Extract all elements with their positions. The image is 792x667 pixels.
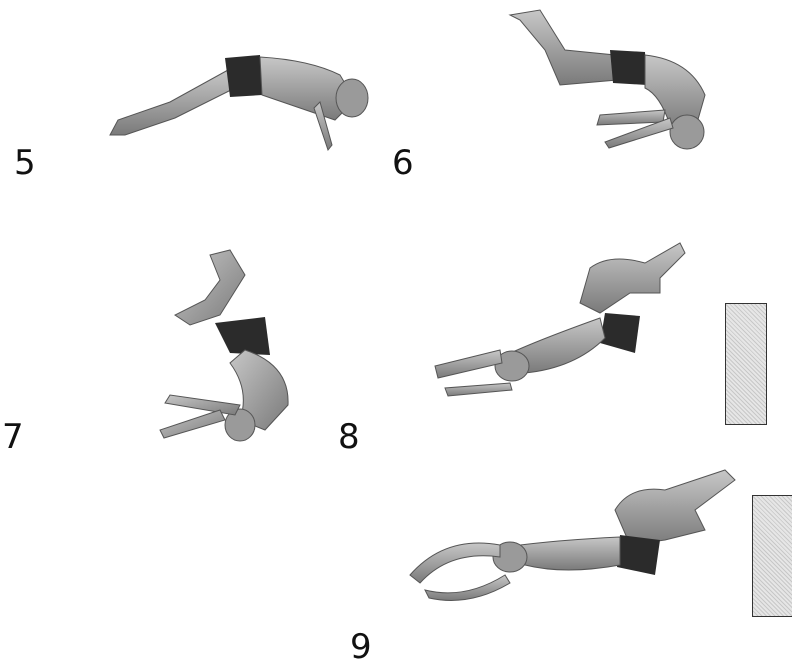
frame-label-9: 9 (350, 630, 372, 664)
frame-label-6: 6 (392, 146, 414, 180)
diver-figure-9 (405, 465, 740, 605)
frame-label-7: 7 (2, 420, 24, 454)
diver-figure-6 (505, 0, 735, 160)
diver-figure-5 (100, 40, 380, 160)
diver-figure-7 (150, 245, 300, 450)
frame-label-8: 8 (338, 420, 360, 454)
pool-wall-8 (725, 303, 767, 425)
diver-figure-8 (430, 238, 700, 408)
frame-label-5: 5 (14, 146, 36, 180)
pool-wall-9 (752, 495, 792, 617)
